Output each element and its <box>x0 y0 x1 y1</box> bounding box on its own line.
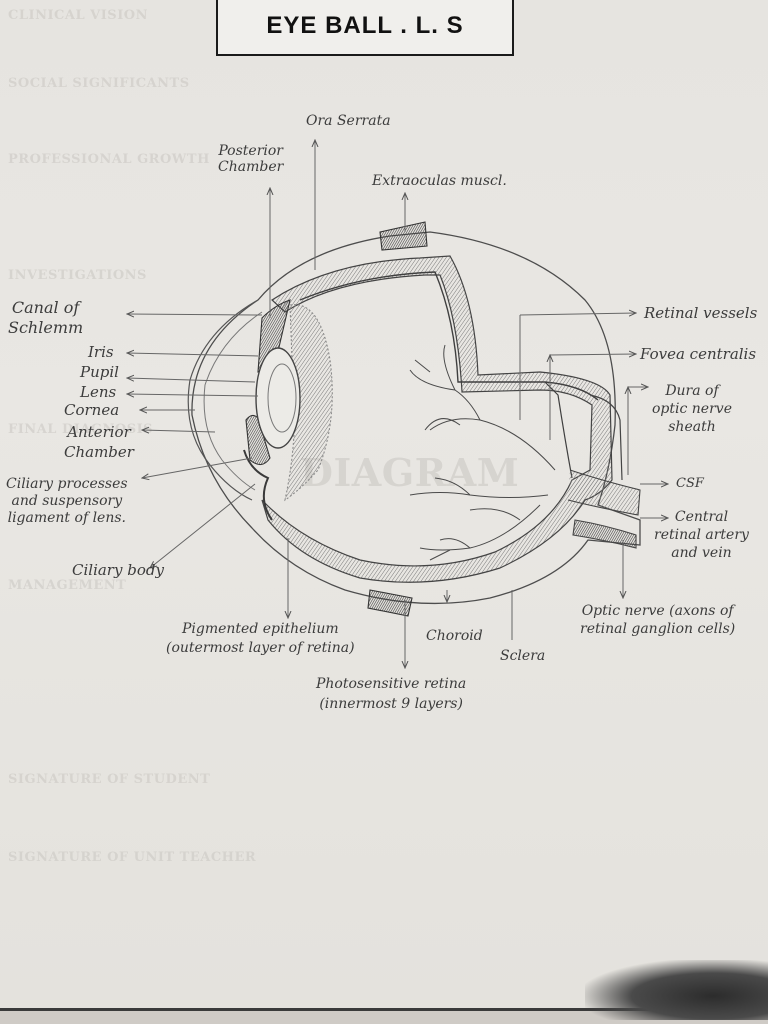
leader-lines-elbow <box>519 313 648 475</box>
bleed-text-6: MANAGEMENT <box>8 578 127 593</box>
cornea-outline <box>187 299 259 501</box>
label-ciliary-processes: Ciliary processes and suspensory ligamen… <box>6 476 128 526</box>
bleed-text-7: SIGNATURE OF STUDENT <box>8 772 211 787</box>
label-optic-nerve: Optic nerve (axons of retinal ganglion c… <box>580 603 736 637</box>
iris-lower <box>245 414 271 466</box>
retinal-vessels <box>409 344 556 561</box>
choroid-band <box>261 255 613 583</box>
label-csf: CSF <box>676 476 704 491</box>
label-photosensitive-retina: Photosensitive retina (innermost 9 layer… <box>316 676 467 712</box>
label-fovea-centralis: Fovea centralis <box>640 345 757 363</box>
label-dura-of-optic-nerve: Dura of optic nerve sheath <box>652 383 732 435</box>
label-anterior-chamber: Anterior Chamber <box>64 423 134 461</box>
bleed-text-2: SOCIAL SIGNIFICANTS <box>8 76 190 91</box>
title-box: EYE BALL . L. S <box>216 0 514 56</box>
extraocular-muscle-top <box>379 221 428 251</box>
label-ora-serrata: Ora Serrata <box>306 113 391 129</box>
optic-nerve-upper-sheath <box>589 394 623 481</box>
sclera-outline <box>191 231 641 605</box>
optic-nerve-lower <box>572 519 637 549</box>
bleed-text-1: CLINICAL VISION <box>8 8 148 23</box>
page-title: EYE BALL . L. S <box>266 12 464 39</box>
ciliary-body <box>243 449 273 521</box>
bleed-text-3: PROFESSIONAL GROWTH <box>8 152 210 167</box>
extraocular-muscle-bottom <box>367 589 413 617</box>
label-central-retinal: Central retinal artery and vein <box>654 509 749 561</box>
table-surface <box>0 1011 768 1024</box>
label-posterior-chamber: Posterior Chamber <box>218 143 284 175</box>
leader-lines-plain <box>511 315 521 640</box>
page-bottom-edge <box>0 1008 768 1011</box>
bleed-text-8: SIGNATURE OF UNIT TEACHER <box>8 850 257 865</box>
label-canal-of-schlemm: Canal of Schlemm <box>8 298 84 337</box>
label-lens: Lens <box>80 383 117 401</box>
posterior-chamber-shade <box>284 304 333 502</box>
label-sclera: Sclera <box>500 648 546 664</box>
bleed-text-9: DIAGRAM <box>300 450 520 495</box>
label-iris: Iris <box>88 343 114 361</box>
label-cornea: Cornea <box>64 401 120 419</box>
cornea-inner <box>203 311 263 491</box>
leader-lines <box>127 140 668 668</box>
retina-fovea-dip <box>544 381 573 479</box>
lens-inner <box>267 363 297 433</box>
optic-nerve <box>567 469 641 516</box>
label-pigmented-epithelium: Pigmented epithelium (outermost layer of… <box>166 621 355 656</box>
label-choroid: Choroid <box>426 628 483 644</box>
label-pupil: Pupil <box>80 363 119 381</box>
label-ciliary-body: Ciliary body <box>72 561 164 579</box>
label-extraocular-muscle: Extraoculas muscl. <box>372 173 507 189</box>
lens <box>255 347 301 449</box>
shadow <box>585 960 768 1020</box>
label-retinal-vessels: Retinal vessels <box>644 304 758 322</box>
bleed-text-4: INVESTIGATIONS <box>8 268 147 283</box>
bleed-text-5: FINAL DIAGNOSIS <box>8 422 154 437</box>
retina-inner-line <box>299 271 599 401</box>
